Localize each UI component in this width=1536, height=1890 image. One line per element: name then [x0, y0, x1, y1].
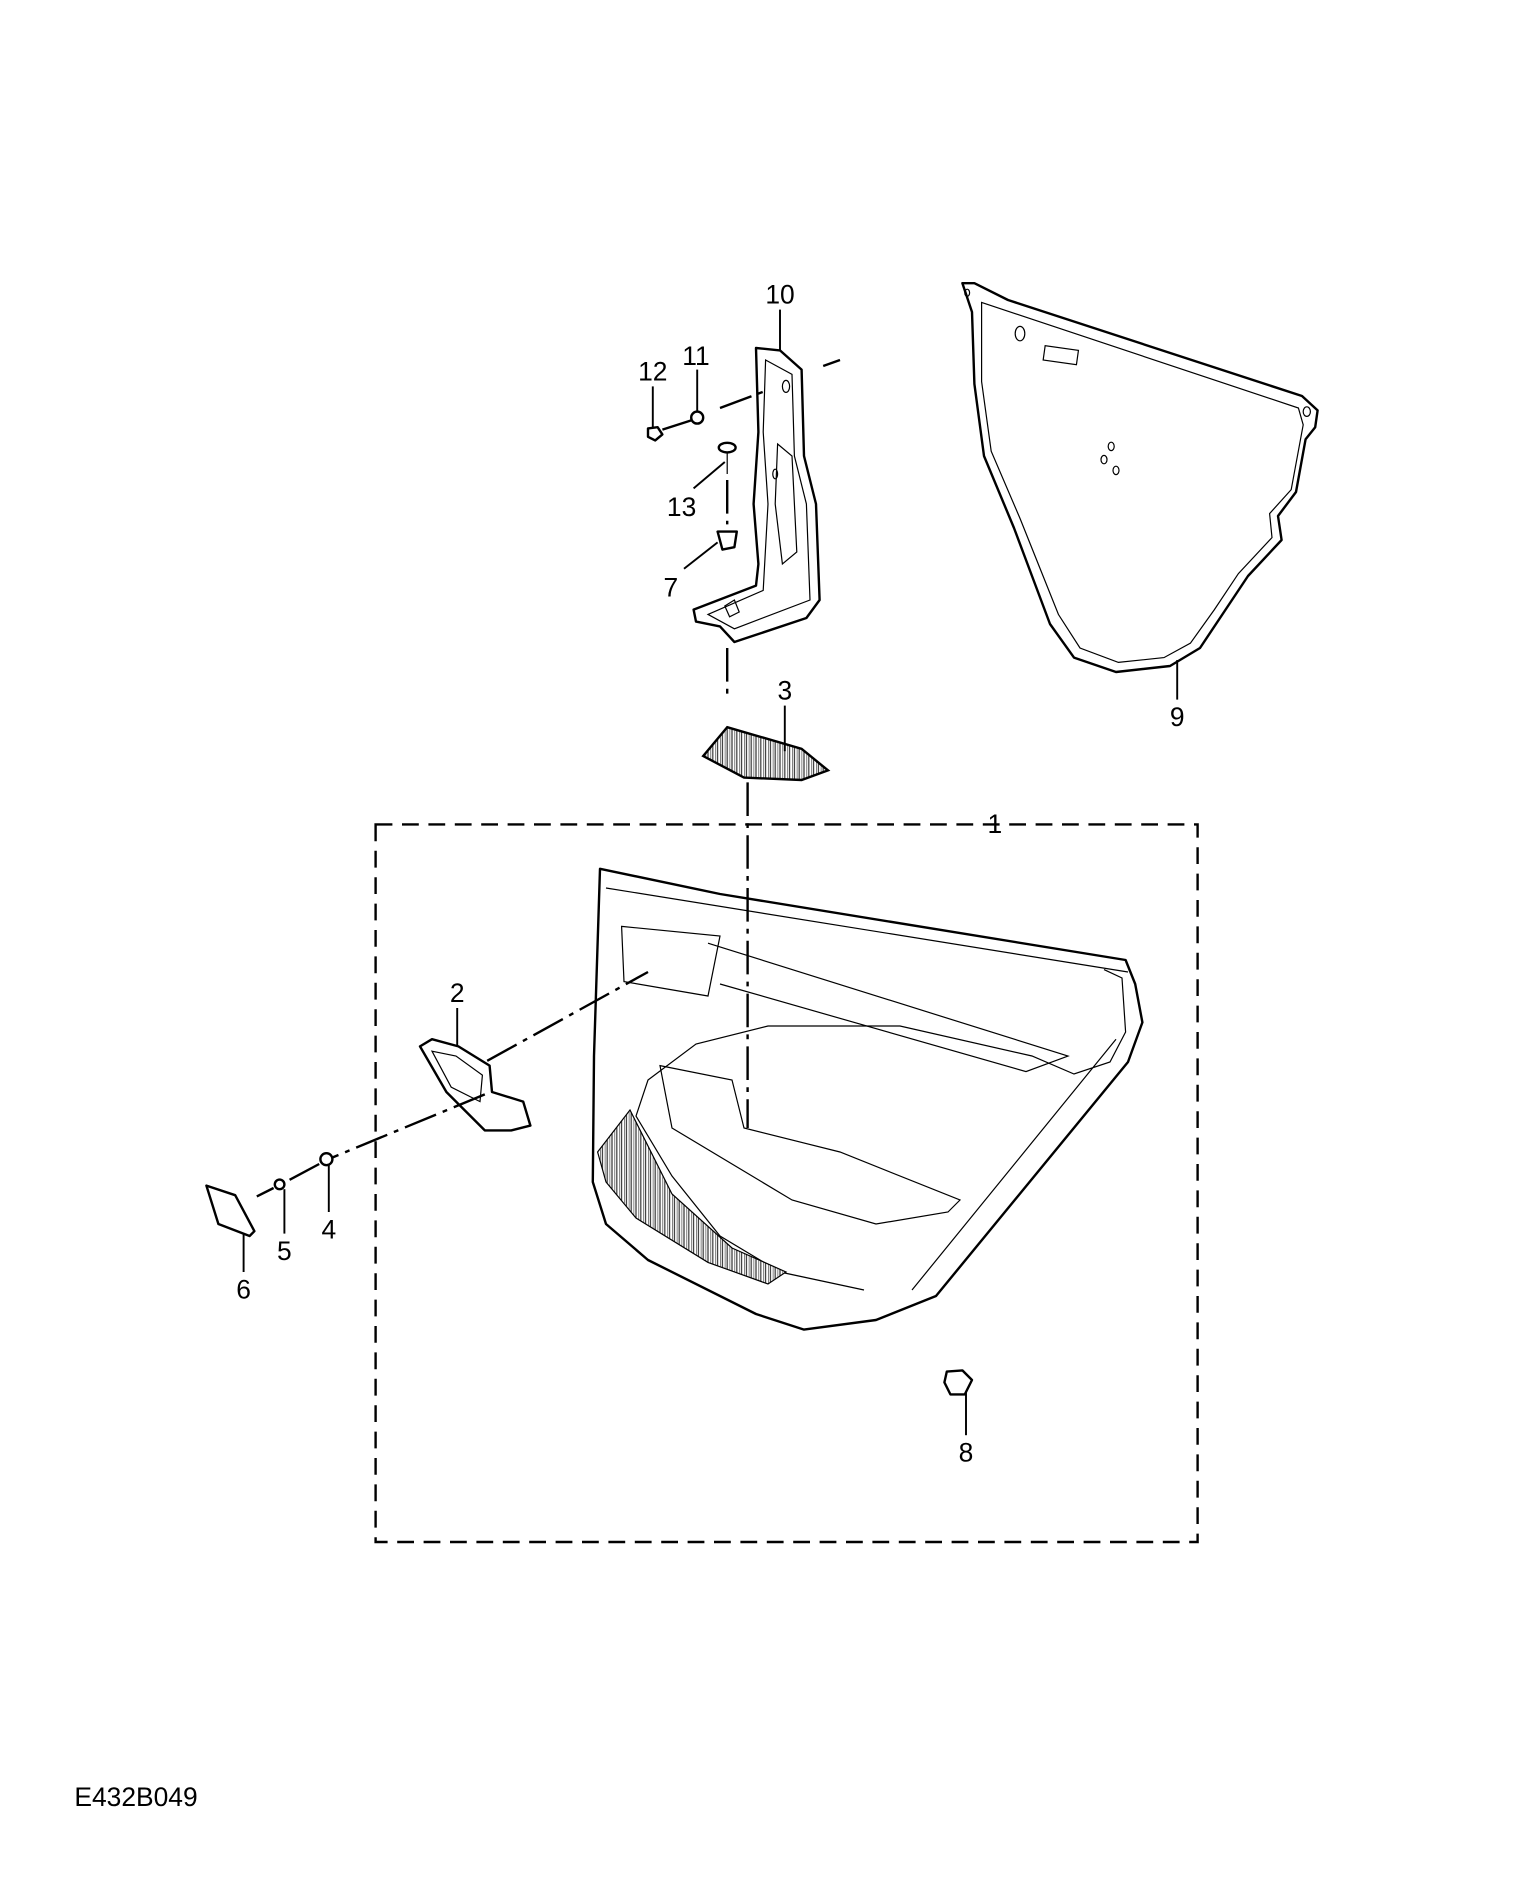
- callout-6: 6: [236, 1274, 251, 1304]
- water-shield-part-9: [961, 282, 1319, 674]
- callout-10: 10: [765, 280, 794, 310]
- bracket-part-10: [692, 346, 821, 644]
- callout-2: 2: [450, 978, 465, 1008]
- callout-3: 3: [777, 676, 792, 706]
- illustration-code: E432B049: [74, 1782, 197, 1812]
- grille-part-3: [701, 725, 831, 782]
- door-trim-panel-part-1: [591, 867, 1144, 1331]
- handle-bezel-part-2: [418, 1038, 532, 1132]
- callout-11: 11: [682, 341, 709, 371]
- callout-9: 9: [1170, 702, 1185, 732]
- assembly-1-boundary: [374, 823, 1199, 1544]
- callout-12: 12: [638, 356, 667, 386]
- callout-8: 8: [959, 1438, 974, 1468]
- callout-5: 5: [277, 1236, 292, 1266]
- callout-4: 4: [321, 1214, 336, 1244]
- fasteners: [205, 410, 974, 1396]
- callout-labels: 1 2 3 4 5 6 7 8 9 10 11 12 13: [236, 280, 1184, 1468]
- callout-13: 13: [667, 492, 696, 522]
- alignment-lines: [256, 358, 841, 1198]
- leader-lines: [242, 309, 1179, 1436]
- callout-7: 7: [663, 572, 678, 602]
- callout-1: 1: [987, 809, 1002, 839]
